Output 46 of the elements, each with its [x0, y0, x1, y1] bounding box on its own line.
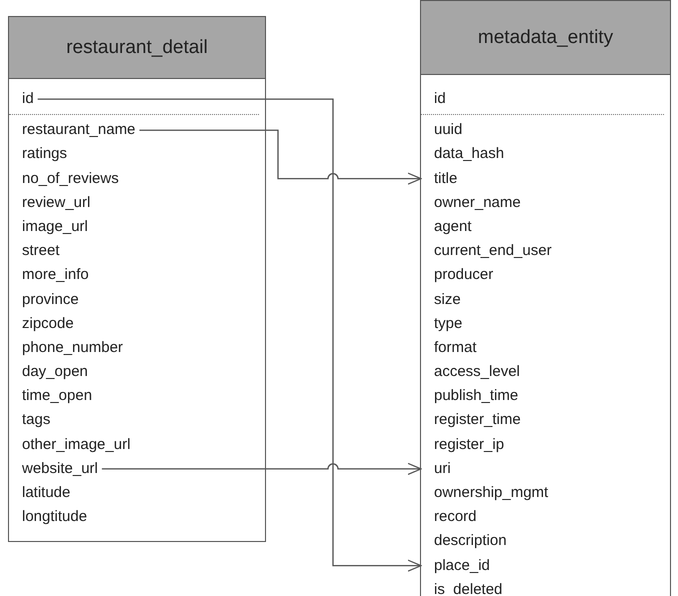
entity-table [8, 16, 266, 542]
field-name: data_hash [421, 142, 506, 167]
field-name: title [421, 166, 460, 191]
entity-table [420, 0, 671, 596]
field-name: ownership_mgmt [421, 481, 550, 506]
field-name: is_deleted [421, 578, 504, 596]
field-name: more_info [22, 263, 91, 288]
field-name: longtitude [22, 505, 90, 530]
field-name: restaurant_name [22, 118, 138, 142]
field-name: publish_time [421, 384, 520, 408]
field-name: uuid [421, 118, 464, 142]
field-name: day_open [22, 360, 90, 384]
field-name: register_time [421, 408, 523, 433]
field-name: size [421, 288, 463, 312]
field-name: current_end_user [421, 239, 554, 264]
field-name: no_of_reviews [22, 166, 121, 191]
field-name: record [421, 505, 479, 530]
field-name: place_id [421, 554, 492, 578]
field-name: review_url [22, 190, 92, 215]
field-name: image_url [22, 214, 90, 240]
relation-arrow [139, 130, 422, 185]
field-name: zipcode [22, 312, 76, 336]
field-name: street [22, 239, 62, 264]
field-name: agent [421, 214, 474, 240]
field-name: other_image_url [22, 432, 132, 457]
field-name: description [421, 529, 509, 554]
field-name: uri [421, 456, 453, 481]
field-name: latitude [22, 481, 72, 506]
relation-arrow [102, 462, 422, 475]
field-name: access_level [421, 360, 522, 384]
field-name: time_open [22, 384, 94, 408]
field-name: producer [421, 263, 496, 288]
field-name: phone_number [22, 336, 125, 360]
field-name: type [421, 312, 464, 336]
relation-arrow [38, 98, 422, 572]
field-name: id [421, 87, 448, 112]
table-title: restaurant_detail [9, 17, 265, 79]
field-name: format [421, 336, 479, 360]
field-name: tags [22, 408, 52, 433]
table-title: metadata_entity [421, 1, 670, 75]
field-name: ratings [22, 142, 70, 167]
field-name: website_url [22, 456, 100, 481]
field-name: owner_name [421, 190, 523, 215]
field-name: id [22, 87, 36, 112]
field-name: register_ip [421, 432, 506, 457]
field-name: province [22, 288, 81, 312]
